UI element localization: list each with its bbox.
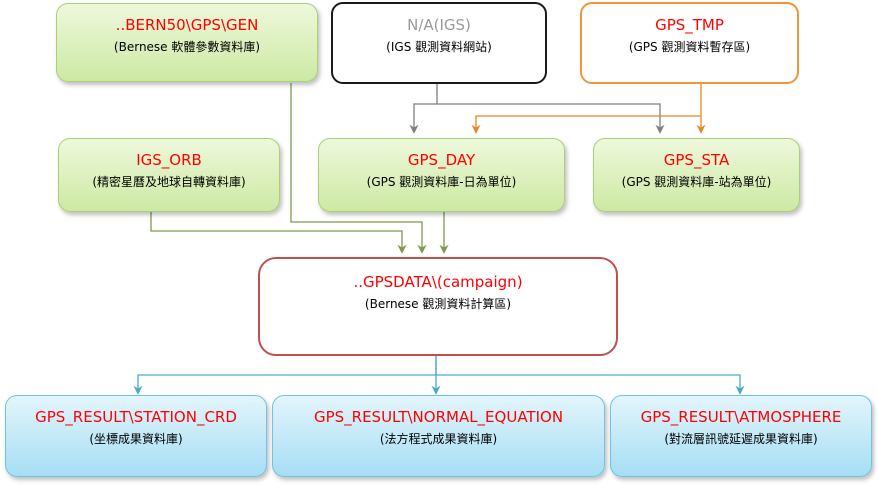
node-subtitle: (精密星曆及地球自轉資料庫)	[92, 175, 246, 189]
node-title: N/A(IGS)	[407, 16, 471, 34]
node-igs-orb: IGS_ORB (精密星曆及地球自轉資料庫)	[58, 138, 280, 212]
node-gps-day: GPS_DAY (GPS 觀測資料庫-日為單位)	[318, 138, 565, 212]
node-subtitle: (Bernese 軟體參數資料庫)	[113, 40, 261, 54]
node-title: ..GPSDATA\(campaign)	[353, 273, 523, 291]
node-subtitle: (Bernese 觀測資料計算區)	[364, 297, 512, 311]
node-subtitle: (IGS 觀測資料網站)	[386, 40, 492, 54]
arrow-gpsdata-to-station-crd	[133, 356, 437, 395]
node-title: GPS_DAY	[407, 151, 476, 169]
node-subtitle: (GPS 觀測資料庫-日為單位)	[366, 175, 517, 189]
arrow-gen-to-gpsdata	[290, 83, 427, 254]
node-subtitle: (法方程式成果資料庫)	[379, 432, 498, 446]
arrow-orb-to-gpsdata	[150, 212, 407, 254]
node-title: GPS_RESULT\STATION_CRD	[35, 408, 237, 426]
node-title: IGS_ORB	[136, 151, 202, 169]
node-result-station-crd: GPS_RESULT\STATION_CRD (坐標成果資料庫)	[5, 395, 267, 477]
node-title: GPS_STA	[663, 151, 730, 169]
node-subtitle: (對流層訊號延遲成果資料庫)	[664, 432, 818, 446]
node-gps-sta: GPS_STA (GPS 觀測資料庫-站為單位)	[593, 138, 800, 212]
node-subtitle: (GPS 觀測資料暫存區)	[628, 40, 751, 54]
node-title: GPS_TMP	[655, 16, 724, 34]
arrow-igs-to-gps-sta	[437, 103, 665, 134]
arrow-tmp-to-gps-day	[471, 115, 701, 134]
node-result-normal-equation: GPS_RESULT\NORMAL_EQUATION (法方程式成果資料庫)	[272, 395, 605, 477]
node-title: ..BERN50\GPS\GEN	[115, 16, 259, 34]
node-subtitle: (GPS 觀測資料庫-站為單位)	[621, 175, 772, 189]
node-subtitle: (坐標成果資料庫)	[89, 432, 183, 446]
node-gpsdata-campaign: ..GPSDATA\(campaign) (Bernese 觀測資料計算區)	[258, 257, 618, 356]
node-title: GPS_RESULT\ATMOSPHERE	[640, 408, 842, 426]
node-result-atmosphere: GPS_RESULT\ATMOSPHERE (對流層訊號延遲成果資料庫)	[610, 395, 872, 477]
node-bern50-gen: ..BERN50\GPS\GEN (Bernese 軟體參數資料庫)	[56, 3, 318, 82]
arrow-gpsdata-to-atmosphere	[436, 374, 745, 395]
node-igs-na: N/A(IGS) (IGS 觀測資料網站)	[331, 2, 547, 84]
arrow-igs-to-gps-day	[409, 84, 438, 134]
node-gps-tmp: GPS_TMP (GPS 觀測資料暫存區)	[580, 2, 799, 84]
node-title: GPS_RESULT\NORMAL_EQUATION	[313, 408, 564, 426]
